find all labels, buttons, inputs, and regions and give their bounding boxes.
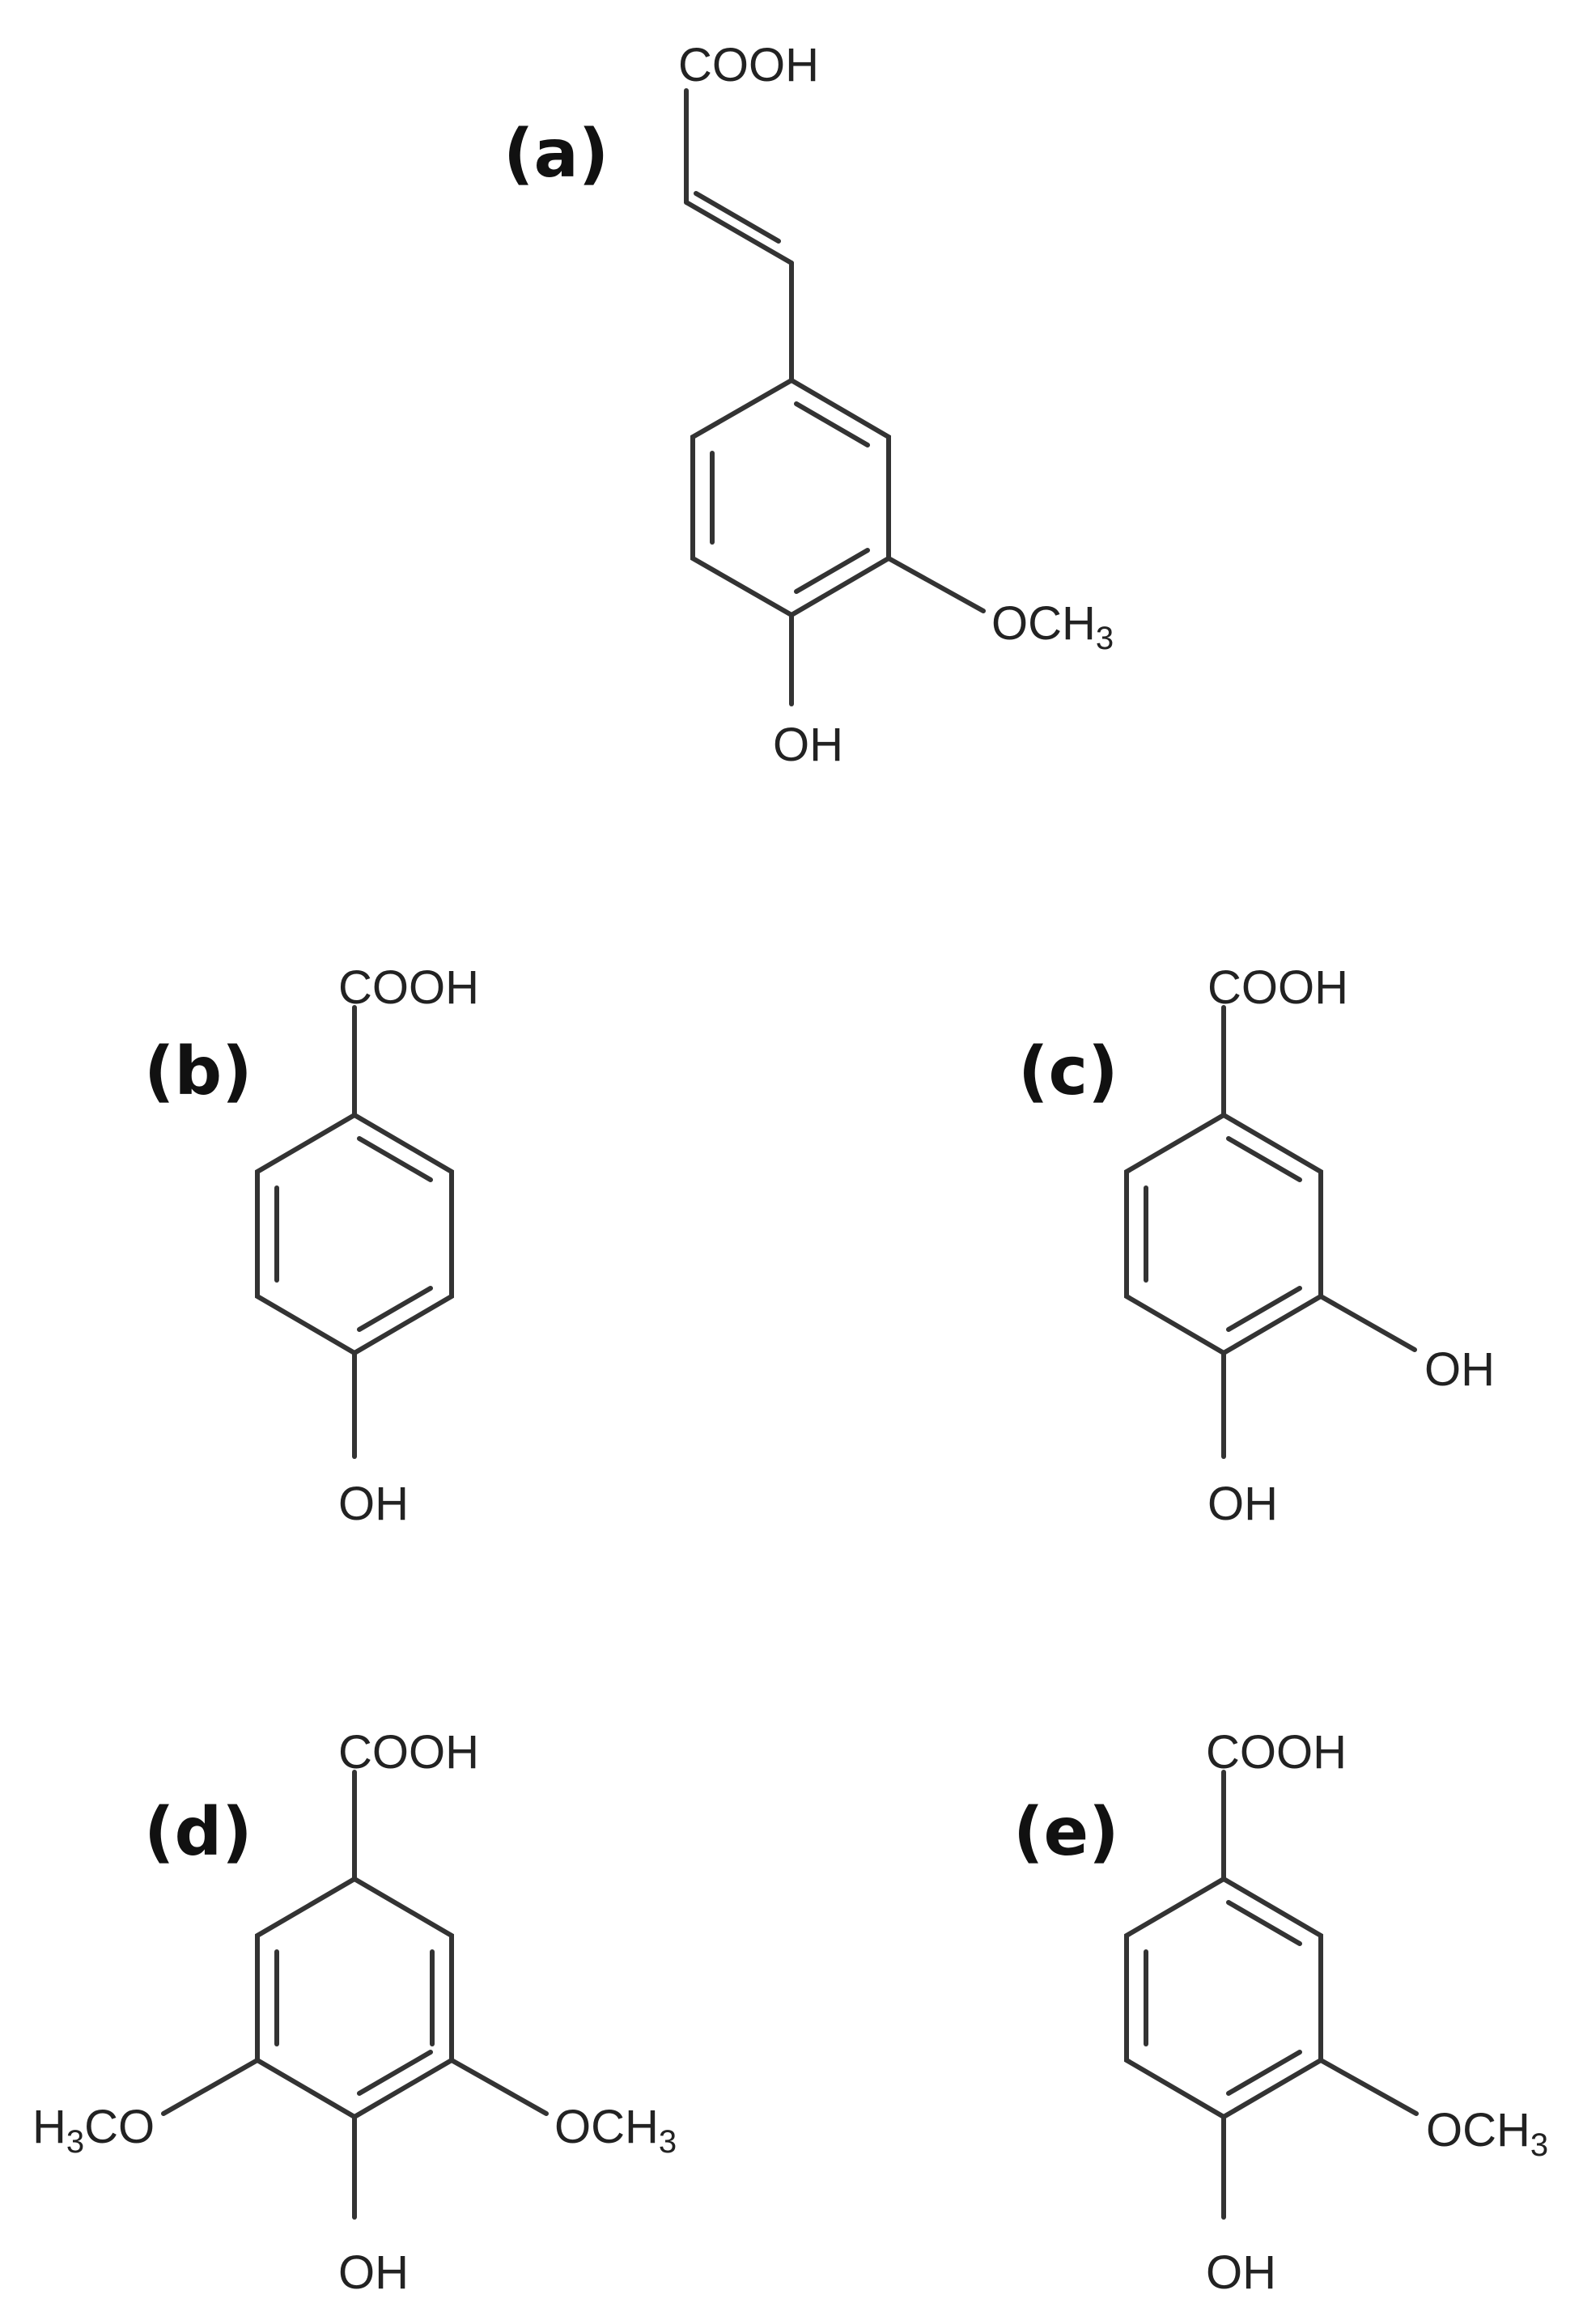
molecule-a-och3-main: OCH — [991, 597, 1096, 650]
molecule-b: (b) COOH OH — [144, 961, 479, 1530]
molecule-b-oh-label: OH — [338, 1478, 409, 1530]
molecule-e-och3-bond — [1318, 2058, 1419, 2116]
molecule-d-och3-right-main: OCH — [554, 2101, 659, 2153]
molecule-e-oh-label: OH — [1206, 2246, 1276, 2299]
molecule-c-oh2-label: OH — [1424, 1343, 1495, 1396]
molecule-a: (a) COOH OH OCH3 — [503, 39, 1114, 771]
molecule-e-ring-double-2 — [1226, 2050, 1302, 2096]
molecule-b-bonds — [255, 1005, 454, 1459]
molecule-c-oh2-bond — [1318, 1294, 1417, 1352]
molecule-d-ring — [255, 1876, 454, 2120]
molecule-e-och3-label: OCH3 — [1426, 2104, 1548, 2163]
molecule-c-bonds — [1124, 1005, 1417, 1459]
molecule-d-bonds — [161, 1770, 549, 2220]
molecule-b-ring-double-2 — [357, 1286, 433, 1332]
molecule-e-ring — [1124, 1876, 1323, 2120]
molecule-d-och3-right-bond — [449, 2058, 549, 2116]
molecule-d-och3-right-label: OCH3 — [554, 2101, 677, 2160]
molecule-a-ring — [690, 377, 891, 618]
molecule-e: (e) COOH OH OCH3 — [1013, 1726, 1548, 2299]
molecule-c-ring — [1124, 1112, 1323, 1356]
molecule-c-ring-double-3 — [1226, 1136, 1302, 1182]
molecule-e-ring-double-3 — [1226, 1900, 1302, 1946]
molecule-a-och3-bond — [886, 556, 986, 613]
molecule-a-ring-double-3 — [794, 401, 870, 447]
molecule-d-och3-right-subscript: 3 — [659, 2124, 677, 2160]
panel-label-e: (e) — [1013, 1794, 1119, 1871]
molecule-d-h3co-subscript: 3 — [66, 2124, 84, 2160]
molecule-b-ring — [255, 1112, 454, 1356]
molecule-c-cooh-label: COOH — [1207, 961, 1348, 1014]
molecule-c: (c) COOH OH OH — [1018, 961, 1495, 1530]
panel-label-d: (d) — [144, 1794, 253, 1871]
molecule-a-ring-double-2 — [794, 548, 870, 594]
molecule-e-och3-subscript: 3 — [1530, 2127, 1548, 2163]
molecule-d-ring-double-3 — [357, 2050, 433, 2096]
molecule-c-ring-double-2 — [1226, 1286, 1302, 1332]
panel-label-a: (a) — [503, 116, 609, 193]
molecule-d-h3co-left-label: H3CO — [32, 2101, 155, 2160]
molecule-d-h3co-h: H — [32, 2101, 66, 2153]
molecule-d-cooh-label: COOH — [338, 1726, 479, 1779]
molecule-a-oh-label: OH — [773, 719, 843, 771]
molecule-e-och3-main: OCH — [1426, 2104, 1530, 2156]
molecule-b-cooh-label: COOH — [338, 961, 479, 1014]
molecule-b-ring-double-3 — [357, 1136, 433, 1182]
molecule-c-oh-label: OH — [1207, 1478, 1278, 1530]
panel-label-c: (c) — [1018, 1033, 1118, 1110]
molecule-e-bonds — [1124, 1770, 1419, 2220]
molecule-e-cooh-label: COOH — [1206, 1726, 1347, 1779]
molecule-a-cooh-label: COOH — [678, 39, 819, 91]
molecule-d-och3-left-bond — [161, 2058, 260, 2116]
molecule-a-och3-label: OCH3 — [991, 597, 1114, 656]
molecule-d: (d) COOH OH OCH3 H3CO — [32, 1726, 677, 2299]
molecule-a-chain-double-outer — [684, 200, 794, 265]
panel-label-b: (b) — [144, 1033, 253, 1110]
molecule-d-h3co-co: CO — [84, 2101, 155, 2153]
molecule-a-chain-double-inner — [694, 191, 781, 244]
molecule-a-och3-subscript: 3 — [1096, 621, 1114, 656]
molecule-a-bonds — [684, 88, 986, 706]
molecule-d-oh-label: OH — [338, 2246, 409, 2299]
